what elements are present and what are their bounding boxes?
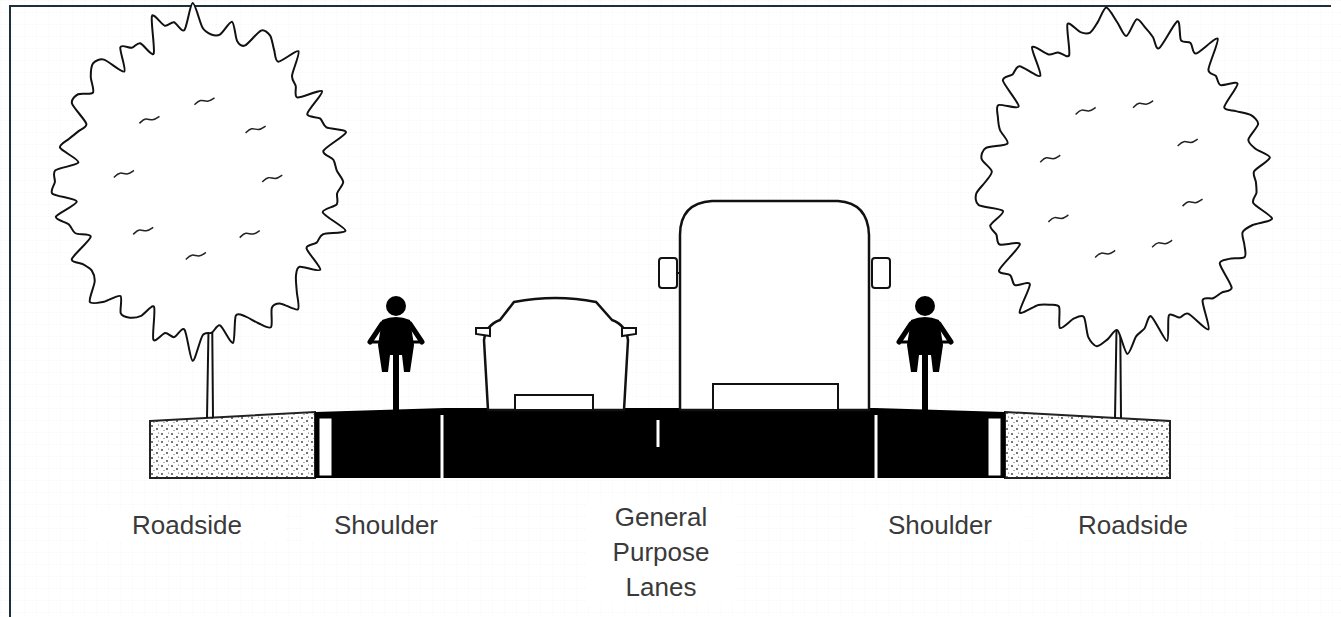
section-label: Roadside bbox=[87, 508, 287, 543]
car-bumper bbox=[515, 395, 593, 410]
cyclist-head bbox=[386, 296, 406, 316]
leaf-detail bbox=[114, 170, 134, 177]
leaf-detail bbox=[133, 227, 153, 234]
cyclist-arms bbox=[899, 324, 951, 342]
leaf-detail bbox=[139, 116, 159, 123]
bike-handlebar bbox=[372, 341, 420, 344]
tree-canopy bbox=[52, 3, 346, 361]
leaf-detail bbox=[1178, 139, 1198, 146]
leaf-detail bbox=[246, 126, 266, 133]
bus-mirror bbox=[659, 258, 677, 288]
lane-line bbox=[875, 415, 878, 478]
leaf-detail bbox=[1076, 107, 1096, 114]
center-line bbox=[657, 420, 660, 447]
car-mirror bbox=[476, 328, 490, 336]
edge-stripe bbox=[988, 418, 1001, 476]
bus-bumper bbox=[713, 384, 838, 410]
leaf-detail bbox=[240, 231, 260, 238]
roadside-ground bbox=[150, 412, 315, 478]
bus-mirror bbox=[872, 258, 890, 288]
section-label: Shoulder bbox=[855, 508, 1025, 543]
leaf-detail bbox=[1133, 101, 1153, 108]
bike-handlebar bbox=[901, 341, 949, 344]
leaf-detail bbox=[186, 252, 206, 259]
tree-canopies bbox=[52, 3, 1273, 361]
tree-canopy bbox=[976, 7, 1272, 353]
bike-wheel bbox=[922, 355, 928, 410]
bus-body bbox=[680, 201, 869, 410]
leaf-detail bbox=[1183, 199, 1203, 206]
section-label: General Purpose Lanes bbox=[586, 500, 736, 605]
leaf-detail bbox=[1152, 240, 1172, 247]
car-body bbox=[484, 298, 628, 410]
cyclist bbox=[899, 296, 951, 410]
section-label: Roadside bbox=[1033, 508, 1233, 543]
leaf-detail bbox=[194, 98, 214, 105]
pavement bbox=[315, 408, 1005, 478]
cyclist bbox=[370, 296, 422, 410]
lane-line bbox=[441, 415, 444, 478]
bus bbox=[659, 201, 890, 410]
leaf-detail bbox=[1048, 215, 1068, 222]
car-mirror bbox=[622, 328, 636, 336]
leaf-detail bbox=[1040, 155, 1060, 162]
cyclist-arms bbox=[370, 324, 422, 342]
leaf-detail bbox=[262, 175, 282, 182]
cyclist-head bbox=[915, 296, 935, 316]
bike-wheel bbox=[393, 355, 399, 410]
section-label: Shoulder bbox=[301, 508, 471, 543]
leaf-detail bbox=[1095, 250, 1115, 257]
roadside-ground bbox=[1005, 412, 1170, 478]
car bbox=[476, 298, 636, 410]
edge-stripe bbox=[319, 418, 332, 476]
